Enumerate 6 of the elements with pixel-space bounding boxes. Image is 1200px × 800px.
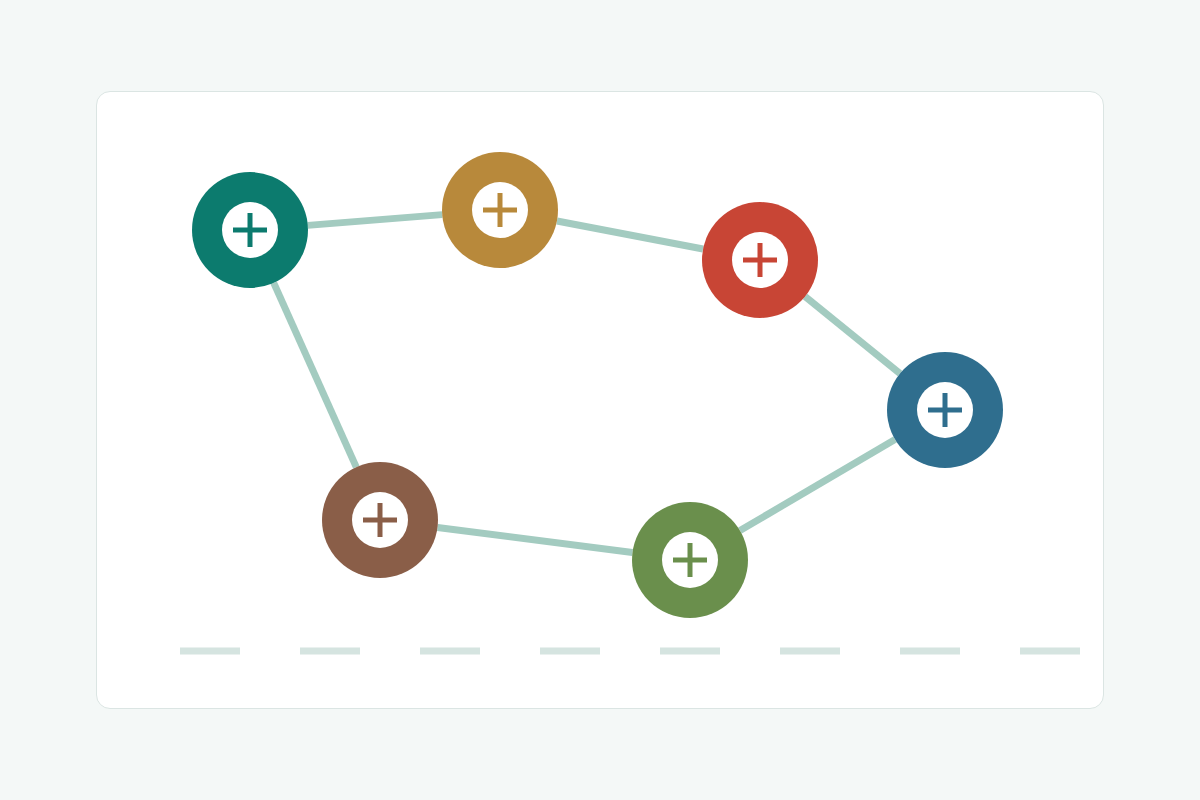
connector-line (307, 211, 443, 229)
connector-line (802, 293, 903, 377)
connector-line (556, 217, 704, 253)
connector-line (738, 436, 897, 534)
connector-line (270, 281, 360, 469)
connector-line (437, 523, 633, 557)
